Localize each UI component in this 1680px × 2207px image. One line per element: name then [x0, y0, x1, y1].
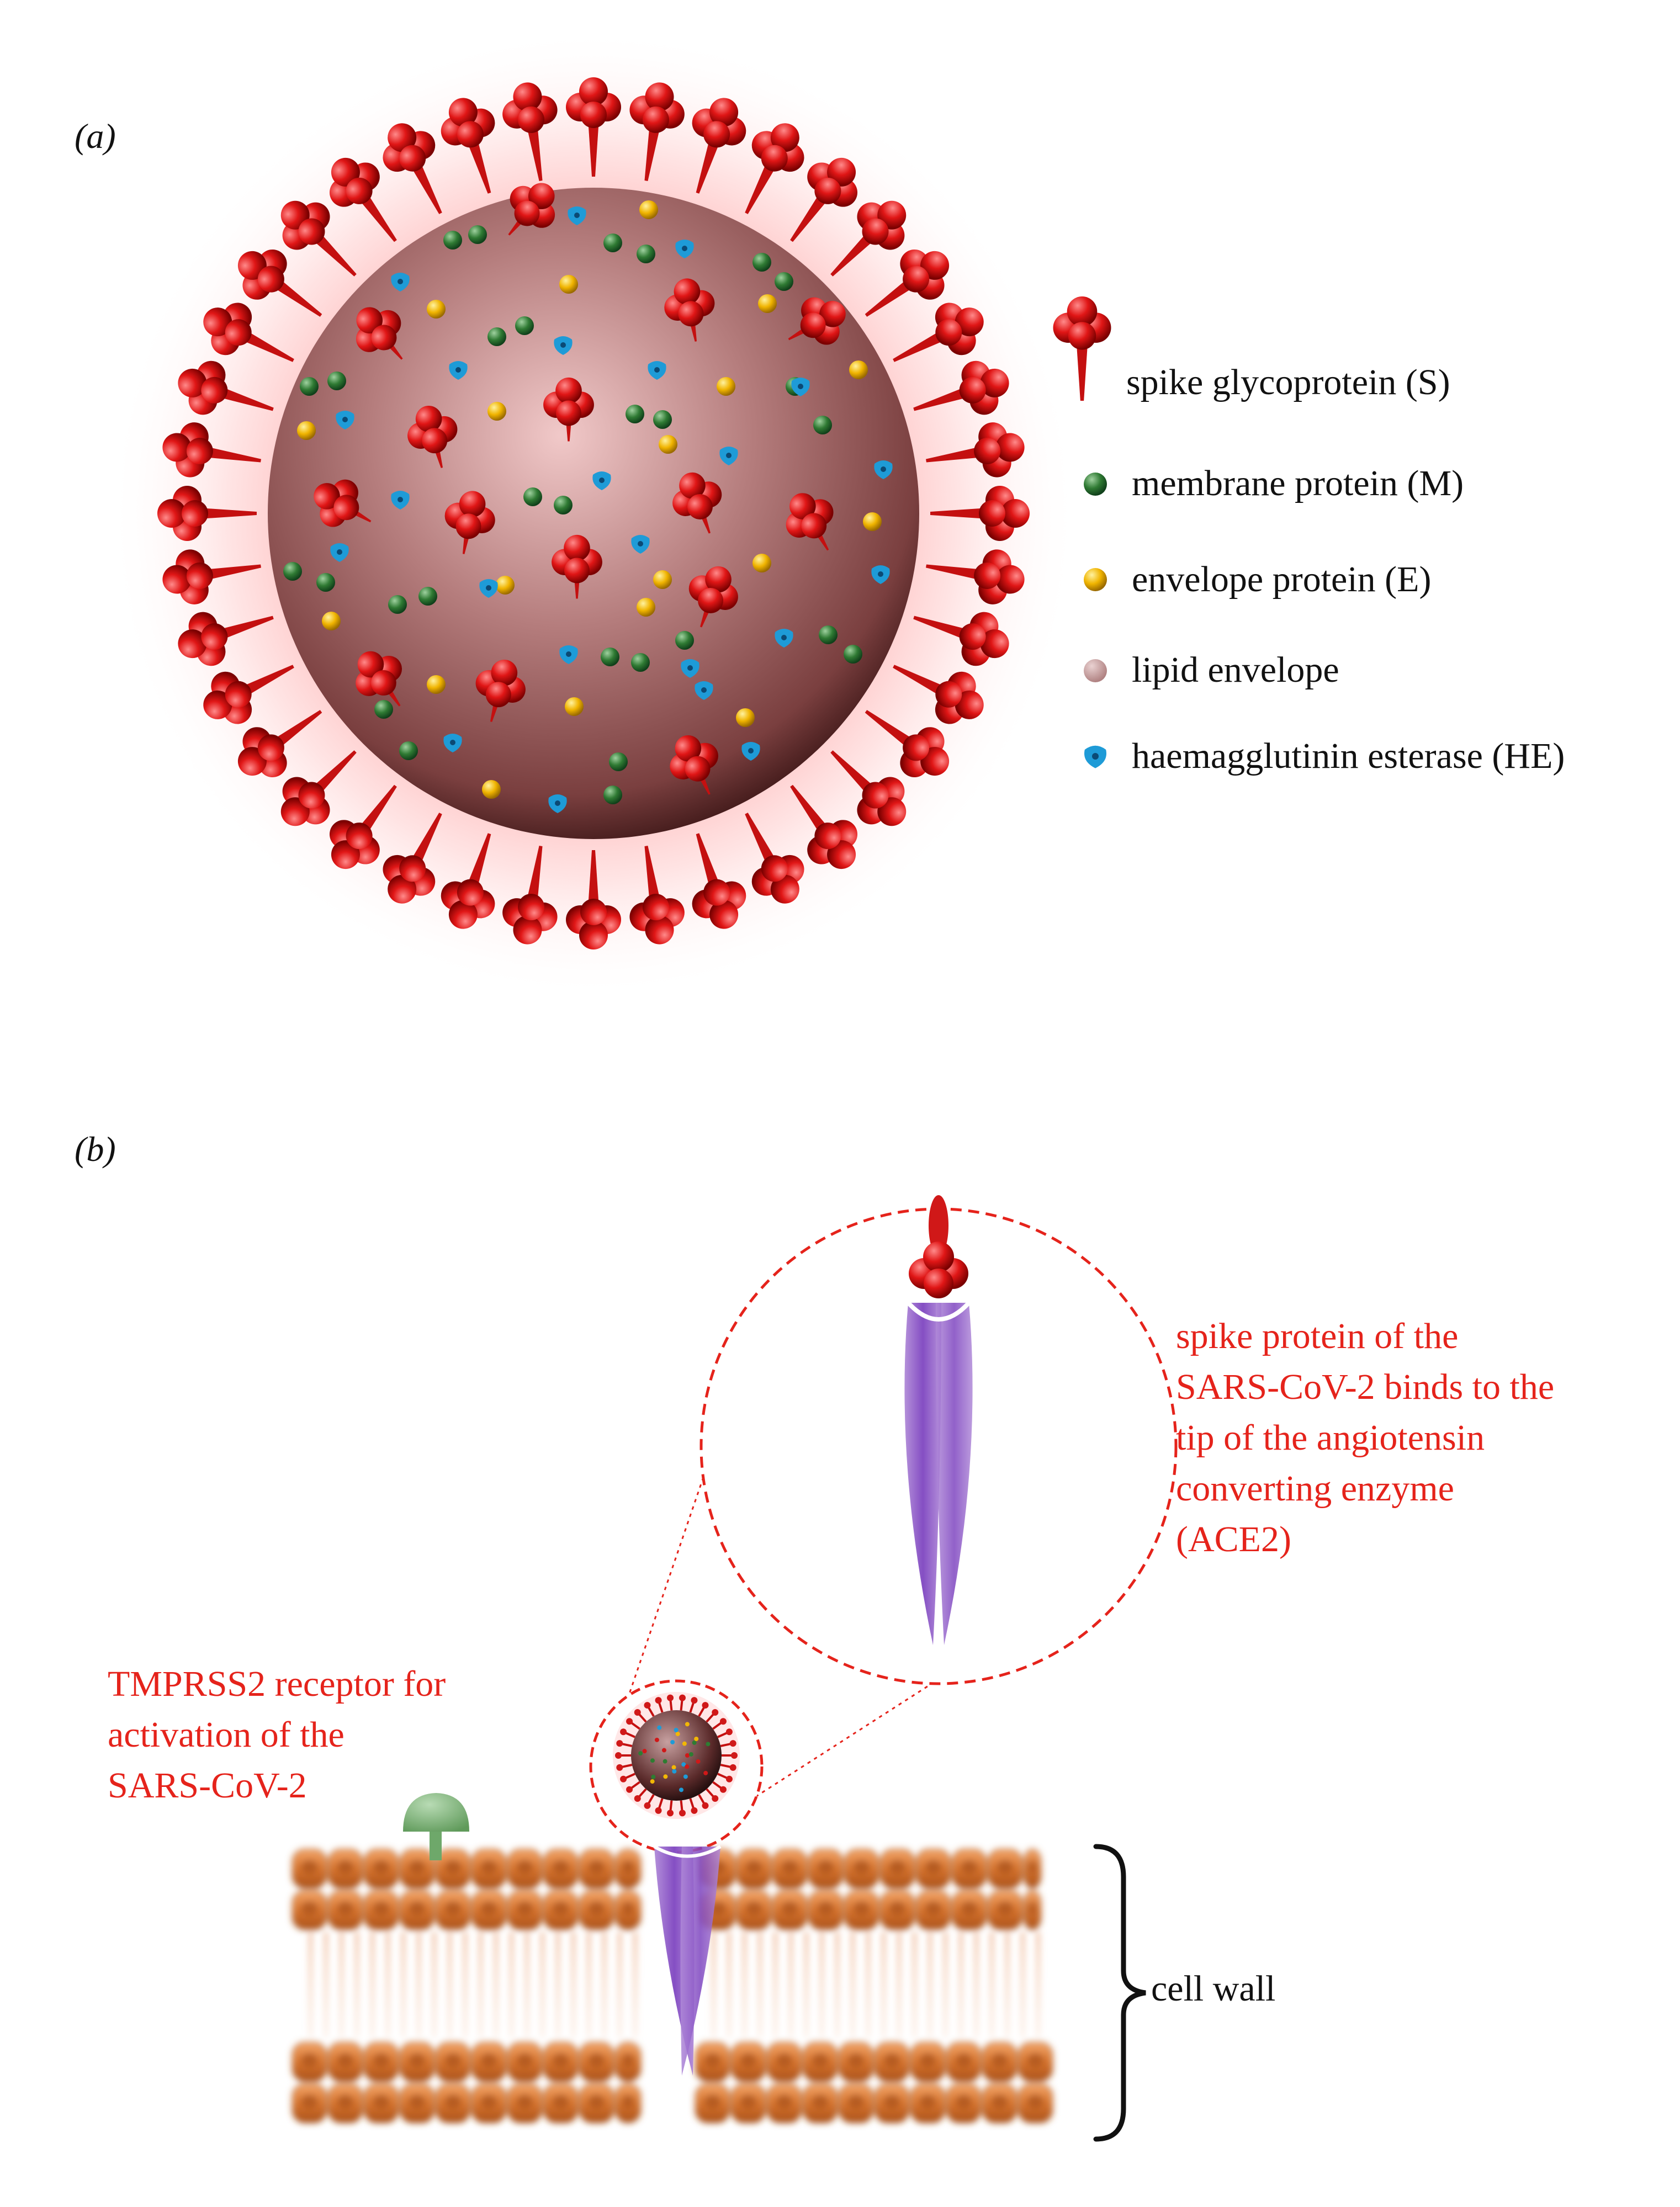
legend-spike-label: spike glycoprotein (S) — [1126, 362, 1450, 402]
envelope-protein — [427, 300, 446, 319]
membrane-protein — [603, 234, 622, 252]
zoom-line-right — [742, 1611, 1044, 1806]
envelope-protein — [482, 780, 501, 799]
envelope-protein — [736, 708, 755, 727]
panel-a-label: (a) — [75, 116, 116, 156]
magnified-ace2 — [904, 1301, 973, 1645]
note-line: (ACE2) — [1176, 1519, 1291, 1559]
membrane-protein — [523, 487, 542, 506]
membrane-protein — [468, 225, 487, 244]
note-line: tip of the angiotensin — [1176, 1418, 1485, 1458]
envelope-protein — [496, 576, 515, 595]
small-virion — [613, 1692, 740, 1819]
surface-proteins — [283, 169, 893, 813]
legend-he-label: haemagglutinin esterase (HE) — [1132, 736, 1565, 776]
cell-wall-brace — [1093, 1844, 1146, 2142]
envelope-protein — [863, 512, 882, 531]
green-sphere-icon — [1084, 473, 1107, 496]
pink-sphere-icon — [1084, 659, 1107, 682]
envelope-protein — [487, 402, 506, 421]
note-line: spike protein of the — [1176, 1316, 1459, 1356]
virion-illustration — [108, 28, 1079, 999]
spike-head — [660, 274, 718, 342]
legend — [1053, 296, 1111, 768]
spike-head — [543, 377, 594, 442]
envelope-protein — [659, 435, 677, 454]
spike-head — [303, 468, 372, 536]
membrane-protein — [844, 645, 862, 664]
panel-b-label: (b) — [75, 1129, 116, 1169]
membrane-protein — [388, 595, 407, 614]
spike-head — [682, 558, 747, 628]
magnified-spike — [909, 1195, 968, 1298]
spike-head — [470, 653, 532, 722]
spike-head — [499, 169, 570, 240]
membrane-protein — [316, 573, 335, 592]
membrane-protein — [675, 631, 694, 650]
envelope-protein — [758, 294, 777, 313]
note-line: activation of the — [108, 1715, 345, 1755]
membrane-protein — [752, 253, 771, 272]
envelope-protein — [653, 570, 672, 589]
envelope-protein — [717, 377, 735, 396]
lipid-envelope-body — [268, 188, 919, 839]
spike-head — [659, 725, 726, 795]
membrane-protein — [631, 653, 650, 672]
membrane-protein — [374, 700, 393, 719]
spike-head — [552, 534, 602, 599]
spike-head — [664, 464, 728, 534]
envelope-protein — [297, 421, 316, 440]
note-line: TMPRSS2 receptor for — [108, 1664, 446, 1704]
note-line: SARS-CoV-2 — [108, 1765, 307, 1806]
membrane-protein — [601, 648, 619, 666]
envelope-protein — [322, 612, 341, 630]
legend-lipid-label: lipid envelope — [1132, 650, 1339, 690]
membrane-protein — [554, 496, 573, 514]
membrane-protein — [487, 327, 506, 346]
membrane-protein — [327, 372, 346, 390]
spike-head — [774, 482, 842, 551]
spike-head — [341, 294, 412, 364]
note-line: converting enzyme — [1176, 1468, 1454, 1509]
membrane-protein — [653, 410, 672, 429]
membrane-protein — [626, 405, 644, 423]
membrane-protein — [603, 786, 622, 804]
membrane-protein — [283, 562, 302, 581]
yellow-sphere-icon — [1084, 568, 1107, 591]
envelope-protein — [849, 360, 868, 379]
membrane-protein — [515, 316, 534, 335]
legend-membrane-label: membrane protein (M) — [1132, 463, 1464, 503]
membrane-protein — [418, 587, 437, 606]
spike-head — [401, 399, 463, 468]
membrane-protein — [813, 416, 832, 434]
membrane-protein — [300, 377, 319, 396]
spike-head — [342, 639, 412, 708]
envelope-protein — [427, 675, 446, 694]
membrane-protein — [819, 625, 838, 644]
envelope-protein — [639, 200, 658, 219]
envelope-protein — [752, 554, 771, 572]
note-line: SARS-CoV-2 binds to the — [1176, 1367, 1555, 1407]
membrane-protein — [775, 272, 793, 291]
membrane-protein — [637, 245, 655, 263]
membrane-protein — [399, 741, 418, 760]
tmprss2-receptor — [403, 1793, 469, 1860]
envelope-protein — [637, 598, 655, 617]
cell-membrane — [292, 1849, 1053, 2123]
envelope-protein — [559, 275, 578, 294]
legend-envelope-label: envelope protein (E) — [1132, 559, 1432, 600]
blue-shape-icon — [1084, 745, 1106, 768]
spike-binding-note: spike protein of the SARS-CoV-2 binds to… — [1176, 1311, 1554, 1565]
envelope-protein — [565, 697, 584, 716]
spike-head — [788, 285, 857, 354]
spike-head — [441, 486, 500, 554]
membrane-protein — [443, 231, 462, 250]
tmprss2-note: TMPRSS2 receptor for activation of the S… — [108, 1659, 446, 1811]
cell-wall-label: cell wall — [1151, 1969, 1276, 2009]
ace2-receptor — [653, 1845, 722, 2076]
membrane-protein — [609, 752, 628, 771]
